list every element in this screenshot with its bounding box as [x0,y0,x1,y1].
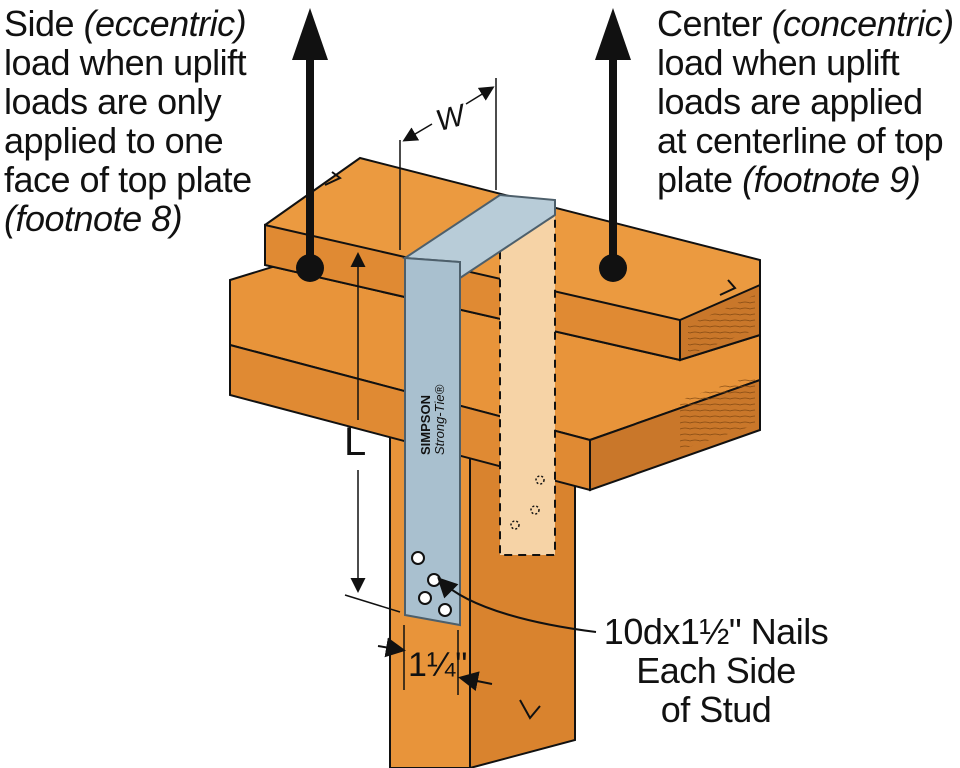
length-dimension: L [344,252,401,613]
width-label: W [432,98,470,138]
length-label: L [344,420,366,464]
strap-far-leg [499,213,556,556]
nail-hole [438,603,452,617]
tie-strap: SIMPSON Strong-Tie® [402,193,556,627]
side-load-arrow [292,8,328,282]
brand-line-1: SIMPSON [418,395,433,455]
nail-hole [427,573,441,587]
nails-leader [437,577,597,633]
nail-hole [411,551,425,565]
offset-dimension: 1¼" [377,625,493,695]
nail-hole [418,591,432,605]
center-load-arrow [595,8,631,282]
brand-line-2: Strong-Tie® [432,384,447,455]
nails-note: 10dx1½" Nails Each Side of Stud [603,611,829,730]
side-load-note: Side (eccentric) load when uplift loads … [4,3,252,239]
center-load-note: Center (concentric) load when uplift loa… [657,3,954,200]
width-dimension: W [399,78,497,250]
offset-label: 1¼" [408,646,467,684]
